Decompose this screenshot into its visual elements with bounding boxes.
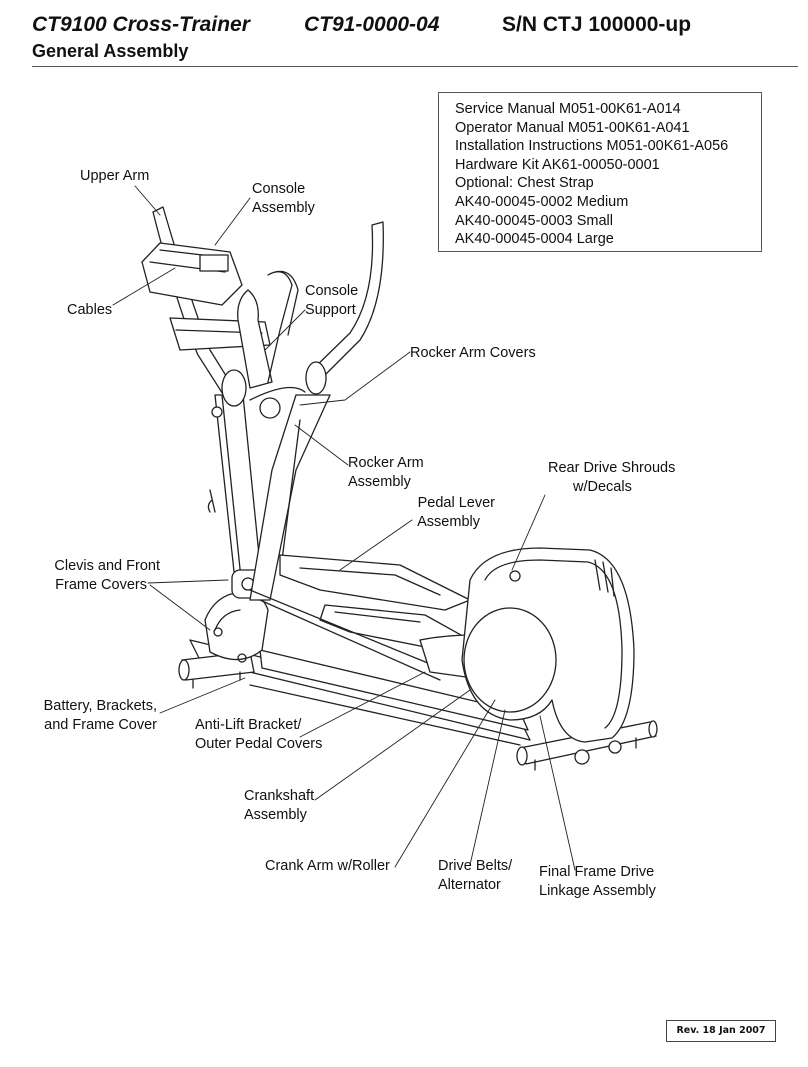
label-anti-lift-bracket: Anti-Lift Bracket/ Outer Pedal Covers xyxy=(195,716,322,753)
label-line: Assembly xyxy=(244,806,307,823)
label-battery-brackets: Battery, Brackets, and Frame Cover xyxy=(30,697,157,734)
leader-lines xyxy=(113,186,575,870)
header-rule xyxy=(32,66,798,67)
label-line: Pedal Lever xyxy=(417,495,495,511)
part-number: CT91-0000-04 xyxy=(304,13,440,36)
info-line: Optional: Chest Strap xyxy=(455,175,594,192)
info-line: Hardware Kit AK61-00050-0001 xyxy=(455,156,660,173)
label-line: Console xyxy=(305,283,359,299)
rocker-arm-covers xyxy=(250,395,330,600)
label-line: Linkage Assembly xyxy=(539,882,656,899)
info-line: AK40-00045-0002 Medium xyxy=(455,193,629,210)
reference-info-box: Service Manual M051-00K61-A014 Operator … xyxy=(438,92,762,252)
info-line: Installation Instructions M051-00K61-A05… xyxy=(455,138,729,155)
label-cables: Cables xyxy=(67,302,113,318)
label-rocker-arm-covers: Rocker Arm Covers xyxy=(410,345,536,361)
label-line: Support xyxy=(305,301,356,318)
info-line: Service Manual M051-00K61-A014 xyxy=(455,101,681,117)
label-line: Assembly xyxy=(348,473,411,490)
label-rocker-arm-assembly: Rocker Arm Assembly xyxy=(348,454,424,491)
label-line: Rocker Arm xyxy=(348,455,424,471)
label-line: Drive Belts/ xyxy=(438,858,513,874)
base-frame xyxy=(179,640,657,770)
label-line: Clevis and Front xyxy=(54,558,160,574)
label-crankshaft-assembly: Crankshaft Assembly xyxy=(244,787,314,824)
info-line: AK40-00045-0004 Large xyxy=(455,231,614,248)
label-line: Outer Pedal Covers xyxy=(195,735,323,752)
label-line: Alternator xyxy=(438,876,501,893)
label-line: Final Frame Drive xyxy=(539,864,655,880)
page-subtitle: General Assembly xyxy=(32,41,189,61)
label-final-frame-drive: Final Frame Drive Linkage Assembly xyxy=(539,863,656,900)
label-line: Frame Covers xyxy=(55,576,147,593)
model-title: CT9100 Cross-Trainer xyxy=(32,13,250,36)
label-clevis-front-frame-covers: Clevis and Front Frame Covers xyxy=(38,557,160,594)
label-line: Battery, Brackets, xyxy=(43,698,157,714)
serial-number: S/N CTJ 100000-up xyxy=(502,13,692,36)
label-line: Crankshaft xyxy=(244,788,315,804)
label-console-support: Console Support xyxy=(305,282,358,319)
label-line: Console xyxy=(252,181,306,197)
label-line: and Frame Cover xyxy=(44,716,157,733)
rear-drive-shroud xyxy=(462,548,634,742)
info-line: AK40-00045-0003 Small xyxy=(455,212,613,229)
label-drive-belts: Drive Belts/ Alternator xyxy=(438,857,512,894)
label-line: Anti-Lift Bracket/ xyxy=(195,717,302,733)
label-rear-drive-shrouds: Rear Drive Shrouds w/Decals xyxy=(548,459,675,496)
info-line: Operator Manual M051-00K61-A041 xyxy=(455,119,690,136)
label-crank-arm: Crank Arm w/Roller xyxy=(265,858,390,874)
label-line: Assembly xyxy=(252,199,315,216)
console-support xyxy=(238,271,298,388)
front-frame-cover xyxy=(205,592,268,662)
label-upper-arm: Upper Arm xyxy=(80,168,150,184)
label-line: Assembly xyxy=(417,513,480,530)
label-line: Rear Drive Shrouds xyxy=(548,460,676,476)
label-line: w/Decals xyxy=(573,478,632,495)
label-console-assembly: Console Assembly xyxy=(252,180,315,217)
revision-box: Rev. 18 Jan 2007 xyxy=(666,1020,776,1042)
label-pedal-lever-assembly: Pedal Lever Assembly xyxy=(400,494,495,531)
